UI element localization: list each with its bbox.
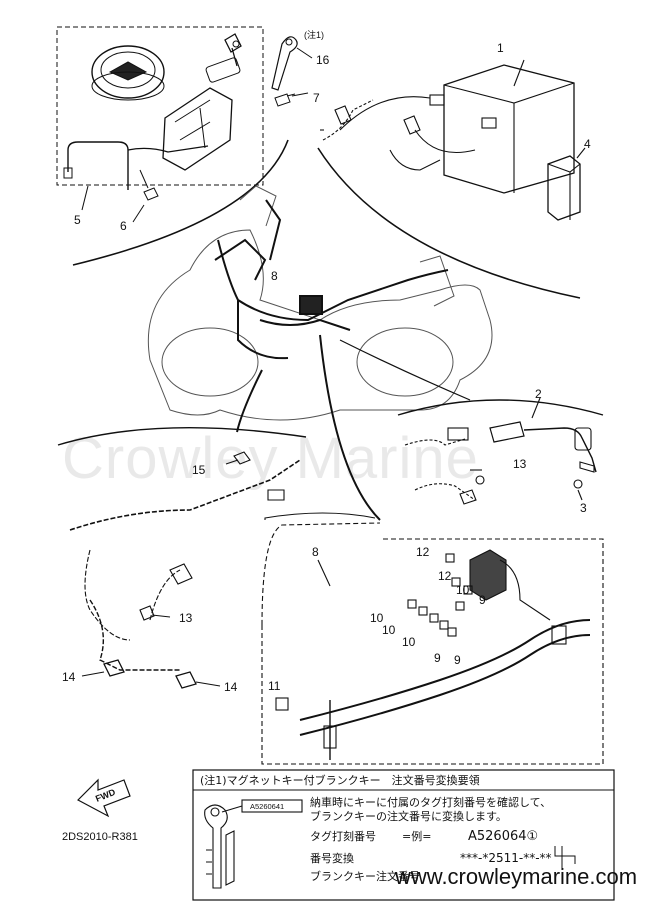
inset-harness-8 — [261, 512, 604, 765]
region-curve-right — [317, 147, 581, 299]
note-title: (注1)マグネットキー付ブランクキー 注文番号変換要領 — [200, 773, 480, 787]
callout-11: 11 — [268, 679, 281, 693]
inset-main-switch — [56, 26, 313, 223]
callout-8-top: 8 — [271, 269, 278, 283]
convert-label: 番号変換 — [310, 851, 354, 865]
callout-10-b: 10 — [370, 611, 384, 625]
callout-14-a: 14 — [62, 670, 76, 684]
scooter-harness — [214, 199, 449, 360]
left-inset-curve — [57, 427, 307, 446]
example-label: =例= — [402, 829, 431, 843]
example-value: A526064① — [468, 829, 538, 844]
callout-10-c: 10 — [382, 623, 396, 637]
scooter-outline — [147, 185, 493, 421]
callout-10-a: 10 — [456, 583, 470, 597]
callout-7: 7 — [313, 91, 320, 105]
callout-15: 15 — [192, 463, 206, 477]
callout-2: 2 — [535, 387, 542, 401]
battery-area — [320, 59, 586, 221]
callout-8-inset: 8 — [312, 545, 319, 559]
callout-9-b: 9 — [434, 651, 441, 665]
callout-12-a: 12 — [416, 545, 430, 559]
callout-14-b: 14 — [224, 680, 238, 694]
note-reference: (注1) — [304, 29, 324, 40]
tag-number-label: タグ打刻番号 — [310, 829, 376, 843]
note-box: (注1)マグネットキー付ブランクキー 注文番号変換要領 納車時にキーに付属のタグ… — [192, 769, 615, 901]
callout-13-left: 13 — [179, 611, 193, 625]
callout-9-a: 9 — [479, 593, 486, 607]
callout-16: 16 — [316, 53, 330, 67]
callout-3: 3 — [580, 501, 587, 515]
leader-right-inset — [339, 339, 471, 401]
inset-cable-2 — [397, 397, 604, 505]
callout-5: 5 — [74, 213, 81, 227]
convert-value: ***-*2511-**-** — [460, 851, 552, 865]
callout-1: 1 — [497, 41, 504, 55]
callout-9-c: 9 — [454, 653, 461, 667]
site-url: www.crowleymarine.com — [394, 864, 637, 889]
callout-10-d: 10 — [402, 635, 416, 649]
key-tag-number: A5260641 — [250, 802, 284, 811]
region-curve-left — [72, 139, 289, 266]
inset-harness-left — [69, 451, 301, 689]
leader-bottom-inset — [319, 334, 381, 521]
watermark: Crowley Marine — [62, 426, 479, 491]
callout-12-b: 12 — [438, 569, 452, 583]
fwd-arrow-icon: FWD — [77, 778, 131, 818]
blank-key-label: ブランクキー注文番号 — [310, 869, 420, 883]
note-line-1: 納車時にキーに付属のタグ打刻番号を確認して、 — [310, 795, 551, 809]
key-icon — [204, 799, 303, 889]
callout-6: 6 — [120, 219, 127, 233]
callout-4: 4 — [584, 137, 591, 151]
leader-left-inset — [236, 369, 263, 433]
note-line-2: ブランクキーの注文番号に変換します。 — [310, 809, 507, 823]
callout-13-right: 13 — [513, 457, 527, 471]
diagram-code: 2DS2010-R381 — [62, 831, 138, 843]
